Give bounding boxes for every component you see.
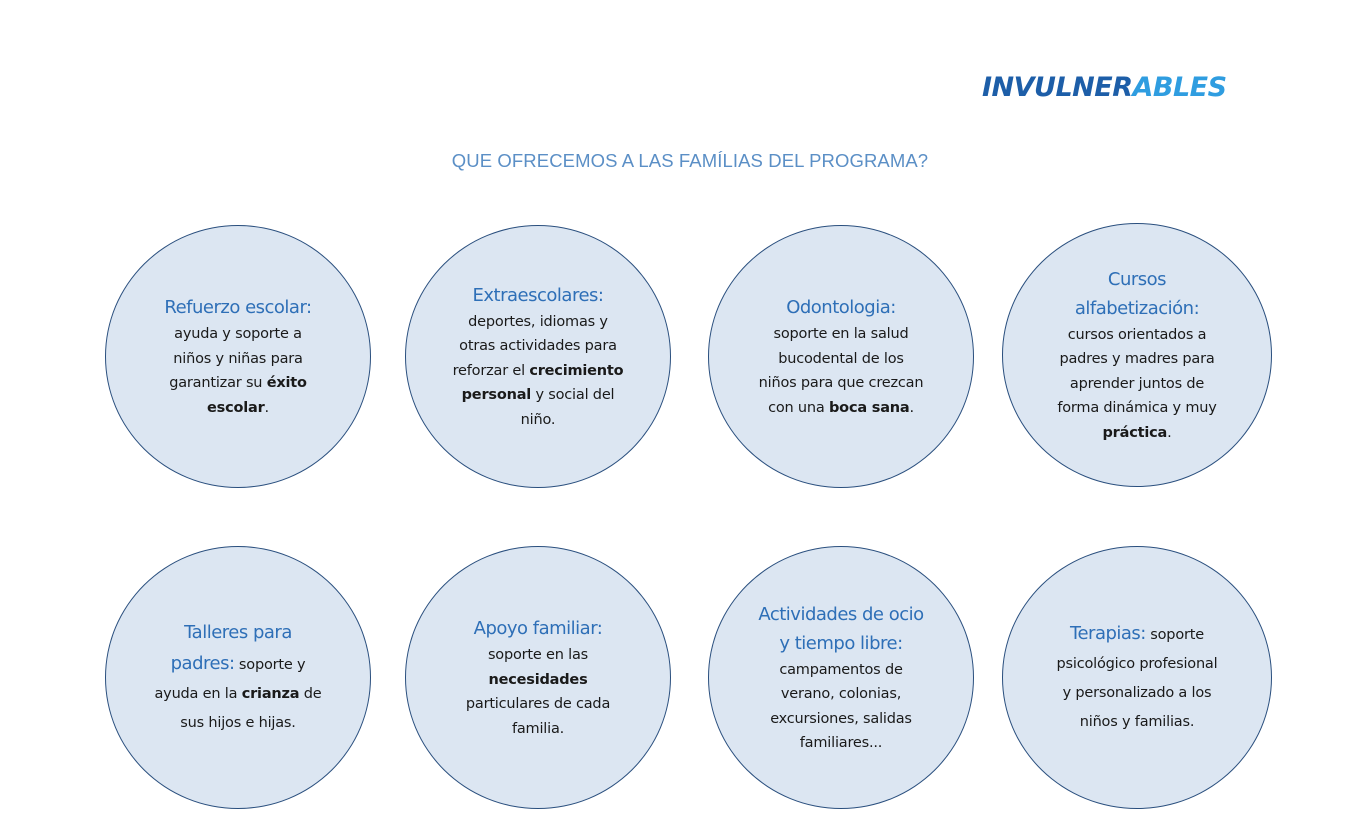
circle-text: ayuda y soporte a niños y niñas para gar… — [169, 326, 307, 416]
circle-text: soporte en la salud bucodental de los ni… — [758, 326, 924, 416]
circle-extraescolares: Extraescolares: deportes, idiomas y otra… — [405, 225, 671, 488]
circle-title: Refuerzo escolar: — [164, 297, 312, 318]
circle-actividades-ocio: Actividades de ocio y tiempo libre: camp… — [708, 546, 974, 809]
circle-text: soporte en las necesidades particulares … — [465, 647, 611, 737]
circle-talleres-padres: Talleres para padres: soporte y ayuda en… — [105, 546, 371, 809]
circle-text: Terapias: soporte psicológico profesiona… — [1056, 622, 1218, 730]
circle-text: Talleres para padres: soporte y ayuda en… — [154, 621, 322, 731]
logo-part-light: ABLES — [1132, 72, 1228, 103]
circle-title: Odontologia: — [786, 297, 896, 318]
circle-text: cursos orientados a padres y madres para… — [1057, 326, 1217, 441]
circle-title: Actividades de ocio y tiempo libre: — [758, 603, 924, 654]
invulnerables-logo: INVULNERABLES — [982, 70, 1227, 106]
page-title: QUE OFRECEMOS A LAS FAMÍLIAS DEL PROGRAM… — [451, 150, 929, 171]
circle-title: Extraescolares: — [472, 284, 604, 306]
circle-title: Apoyo familiar: — [473, 618, 603, 639]
circle-apoyo-familiar: Apoyo familiar: soporte en las necesidad… — [405, 546, 671, 809]
circle-refuerzo-escolar: Refuerzo escolar: ayuda y soporte a niño… — [105, 225, 371, 488]
circle-title: Cursos alfabetización: — [1074, 268, 1200, 319]
circle-terapias: Terapias: soporte psicológico profesiona… — [1002, 546, 1272, 809]
logo-part-dark: INVULNER — [982, 72, 1133, 103]
circle-text: campamentos de verano, colonias, excursi… — [770, 661, 912, 752]
circle-text: deportes, idiomas y otras actividades pa… — [452, 313, 624, 428]
circle-cursos-alfabetizacion: Cursos alfabetización: cursos orientados… — [1002, 223, 1272, 487]
circle-odontologia: Odontologia: soporte en la salud bucoden… — [708, 225, 974, 488]
